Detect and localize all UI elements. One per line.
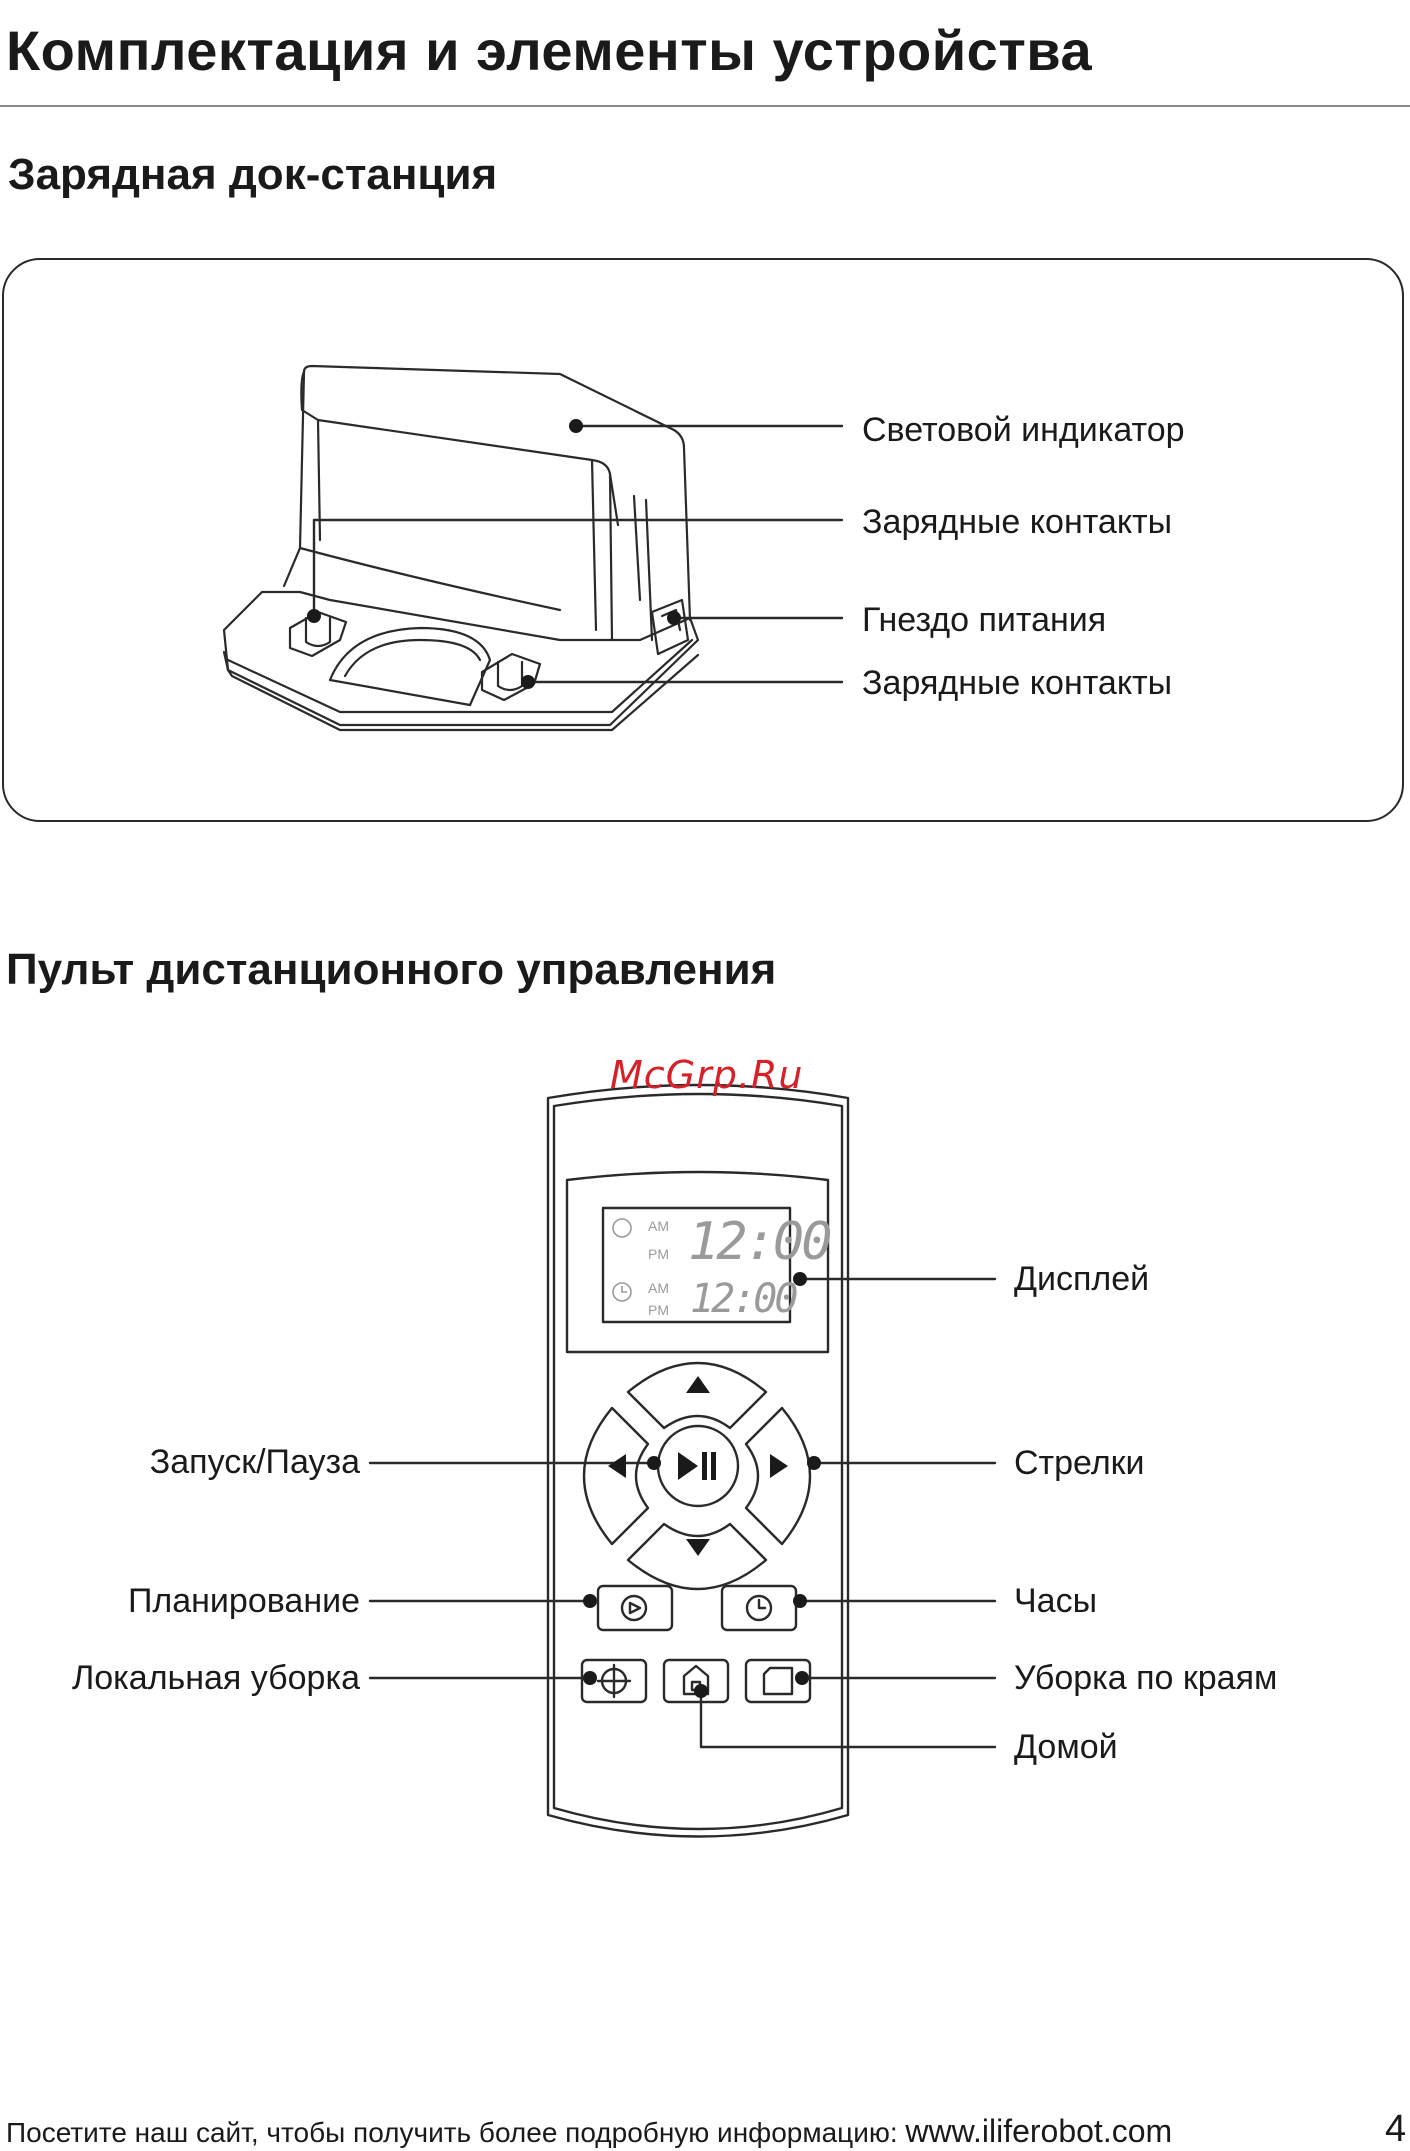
label-home: Домой [1014,1728,1118,1766]
dock-section-heading: Зарядная док-станция [8,150,498,199]
label-charging-contacts-top: Зарядные контакты [862,503,1173,541]
display-am-top: AM [648,1218,669,1234]
display-pm-top: PM [648,1246,669,1262]
label-arrows: Стрелки [1014,1444,1145,1482]
label-clock: Часы [1014,1582,1098,1620]
dock-station-drawing [222,364,700,732]
display-am-bottom: AM [648,1280,669,1296]
display-time-top: 12:00 [688,1212,833,1272]
remote-section-heading: Пульт дистанционного управления [6,945,777,994]
label-display: Дисплей [1014,1260,1150,1298]
label-schedule: Планирование [127,1582,360,1620]
label-charging-contacts-bottom: Зарядные контакты [862,664,1173,702]
footer-message: Посетите наш сайт, чтобы получить более … [6,2117,898,2148]
label-edge-cleaning: Уборка по краям [1014,1659,1278,1697]
label-power-socket: Гнездо питания [862,601,1107,639]
display-time-bottom: 12:00 [690,1276,798,1322]
dock-illustration-frame [2,258,1404,822]
label-spot-cleaning: Локальная уборка [71,1659,360,1697]
title-divider [0,105,1410,107]
display-pm-bottom: PM [648,1302,669,1318]
label-light-indicator: Световой индикатор [862,411,1185,449]
footer-url[interactable]: www.iliferobot.com [905,2113,1173,2149]
remote-body-outline [546,1083,850,1838]
page-number: 4 [1385,2108,1407,2150]
label-start-pause: Запуск/Пауза [149,1443,360,1481]
watermark: McGrp.Ru [610,1053,804,1097]
remote-dpad [582,1361,812,1591]
page-title: Комплектация и элементы устройства [6,19,1093,82]
footer-text: Посетите наш сайт, чтобы получить более … [6,2113,1172,2150]
